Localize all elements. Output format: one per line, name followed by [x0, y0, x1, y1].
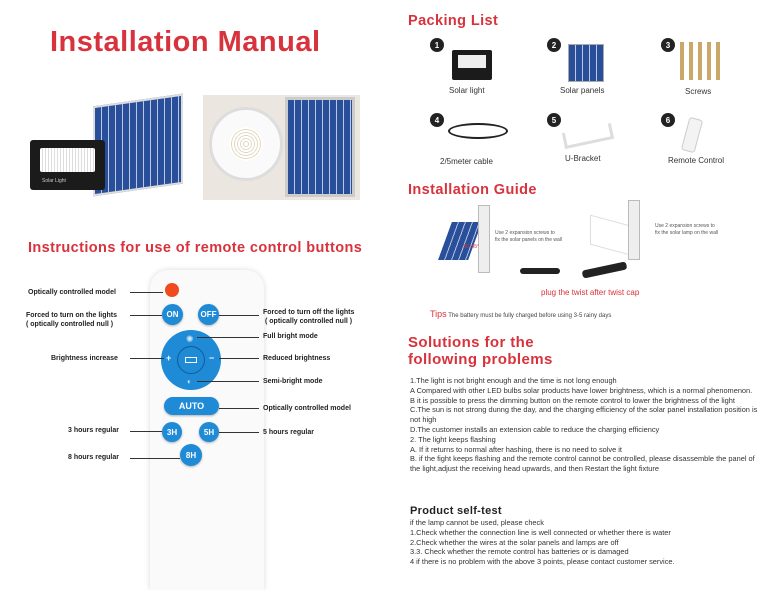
solutions-heading: Solutions for the following problems — [408, 334, 553, 368]
half-moon-icon[interactable]: ◐ — [187, 377, 192, 386]
selftest-heading: Product self-test — [410, 505, 502, 517]
text-line: 2. The light keeps flashing — [410, 434, 496, 444]
text-line: D.The customer installs an extension cab… — [410, 424, 660, 434]
label-off-sub: ( optically controlled null ) — [265, 318, 353, 325]
guide-heading: Installation Guide — [408, 182, 537, 198]
label-increase: Brightness increase — [51, 355, 118, 362]
page-title: Installation Manual — [50, 26, 321, 58]
text-line: B it is possible to press the dimming bu… — [410, 395, 735, 405]
remote-section-heading: Instructions for use of remote control b… — [28, 240, 363, 256]
item-label: Remote Control — [668, 156, 725, 165]
text-line: 1.Check whether the connection line is w… — [410, 527, 671, 537]
guide-wall — [628, 200, 640, 260]
solutions-text: 1.The light is not bright enough and the… — [410, 376, 760, 474]
label-on: Forced to turn on the lights — [26, 312, 117, 319]
minus-button[interactable]: − — [209, 353, 215, 363]
plus-button[interactable]: + — [166, 353, 172, 363]
leader-line — [197, 381, 259, 382]
leader-line — [130, 358, 164, 359]
item-number: 1 — [430, 38, 444, 52]
leader-line — [130, 315, 162, 316]
text-line: B. if the fight keeps flashing and the r… — [410, 454, 755, 474]
item-label: U-Bracket — [565, 154, 601, 163]
remote-image — [680, 116, 704, 154]
note-line: Use 2 expansion screws to — [495, 230, 555, 236]
product-photo-ceiling-lamp — [203, 95, 360, 200]
leader-line — [130, 458, 180, 459]
item-label: Solar light — [449, 86, 485, 95]
label-on-sub: ( optically controlled null ) — [26, 321, 114, 328]
label-optical-top: Optically controlled model — [28, 289, 116, 296]
battery-icon — [185, 357, 197, 363]
cable-connector-right — [581, 261, 628, 279]
cable-image — [448, 123, 508, 139]
heading-line: following problems — [408, 351, 553, 368]
packing-heading: Packing List — [408, 13, 499, 29]
leader-line — [219, 408, 259, 409]
plug-instruction: plug the twist after twist cap — [541, 288, 640, 297]
heading-line: Solutions for the — [408, 334, 534, 351]
label-auto: Optically controlled model — [263, 405, 351, 412]
text-line: 2.Check whether the wires at the solar p… — [410, 537, 619, 547]
tips: Tips The battery must be fully charged b… — [430, 309, 611, 319]
text-line: if the lamp cannot be used, please check — [410, 518, 544, 527]
u-bracket-image — [561, 122, 615, 150]
label-5h: 5 hours regular — [263, 429, 314, 436]
item-number: 4 — [430, 113, 444, 127]
5h-button[interactable]: 5H — [199, 422, 219, 442]
auto-button[interactable]: AUTO — [164, 397, 219, 415]
item-number: 5 — [547, 113, 561, 127]
leader-line — [219, 358, 259, 359]
text-line: C.The sun is not strong dunng the day, a… — [410, 405, 758, 425]
sun-icon[interactable]: ✺ — [186, 334, 194, 344]
dpad-center[interactable] — [177, 346, 205, 374]
solar-light-label: Solar Light — [42, 178, 66, 184]
tips-text: The battery must be fully charged before… — [448, 313, 612, 319]
8h-button[interactable]: 8H — [180, 444, 202, 466]
solar-panel-image — [568, 44, 604, 82]
selftest-text: if the lamp cannot be used, please check… — [410, 518, 770, 567]
on-button[interactable]: ON — [162, 304, 183, 325]
text-line: 1.The light is not bright enough and the… — [410, 376, 617, 385]
note-line: fix the solar panels on the wall — [495, 237, 562, 243]
item-number: 3 — [661, 38, 675, 52]
label-full: Full bright mode — [263, 333, 318, 340]
note-line: fix the solar lamp on the wall — [655, 230, 719, 236]
label-reduced: Reduced brightness — [263, 355, 331, 362]
guide-wall — [478, 205, 490, 273]
item-label: Screws — [685, 87, 712, 96]
text-line: 3.3. Check whether the remote control ha… — [410, 547, 629, 557]
text-line: A Compared with other LED bulbs solar pr… — [410, 385, 753, 395]
item-number: 2 — [547, 38, 561, 52]
angle-label: 30~45° — [463, 244, 480, 250]
label-semi: Semi-bright mode — [263, 378, 323, 385]
screws-image — [680, 42, 720, 80]
item-label: 2/5meter cable — [440, 157, 493, 166]
guide-panel-image — [438, 222, 482, 260]
cable-connector-left — [520, 268, 560, 274]
leader-line — [219, 315, 259, 316]
leader-line — [219, 432, 259, 433]
leader-line — [197, 337, 259, 338]
label-3h: 3 hours regular — [68, 427, 119, 434]
leader-line — [130, 292, 163, 293]
tips-label: Tips — [430, 309, 447, 319]
power-indicator — [165, 283, 179, 297]
text-line: 4 if there is no problem with the above … — [410, 557, 675, 567]
text-line: A. If it returns to normal after hashing… — [410, 444, 622, 454]
label-off: Forced to turn off the lights — [263, 309, 355, 316]
leader-line — [130, 431, 162, 432]
3h-button[interactable]: 3H — [162, 422, 182, 442]
product-photo-solar-light: Solar Light — [28, 93, 193, 200]
note-line: Use 2 expansion screws to — [655, 223, 715, 229]
guide-lamp-image — [590, 214, 630, 256]
label-8h: 8 hours regular — [68, 454, 119, 461]
solar-light-image — [452, 50, 492, 80]
off-button[interactable]: OFF — [198, 304, 219, 325]
item-label: Solar panels — [560, 86, 605, 95]
item-number: 6 — [661, 113, 675, 127]
